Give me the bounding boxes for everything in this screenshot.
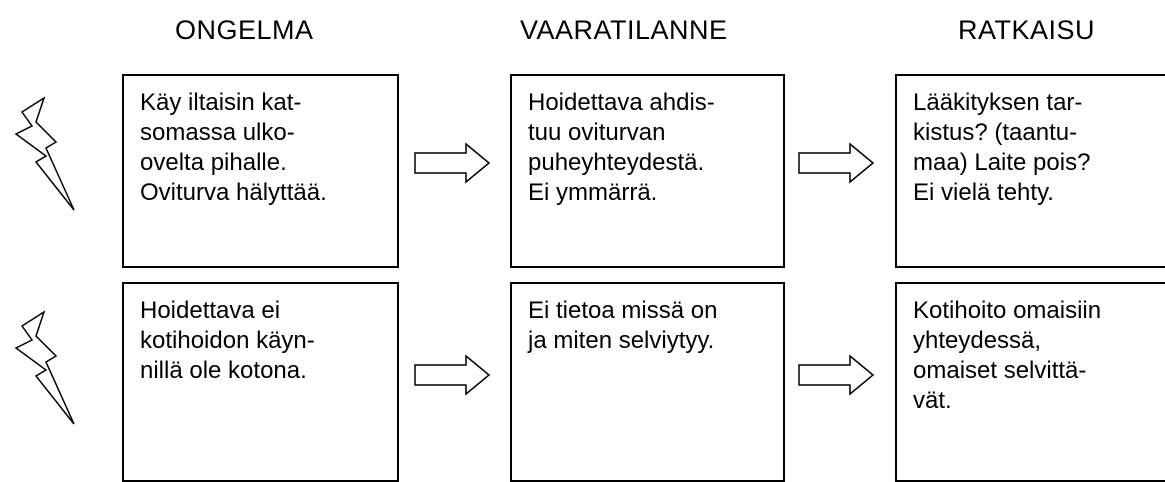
right-arrow-icon bbox=[414, 142, 491, 184]
solution-box-row-2: Kotihoito omaisiin yhteydessä, omaiset s… bbox=[895, 282, 1165, 482]
danger-box-row-2: Ei tietoa missä on ja miten selviytyy. bbox=[510, 282, 785, 482]
heading-solution: RATKAISU bbox=[958, 15, 1096, 45]
heading-danger: VAARATILANNE bbox=[520, 15, 728, 45]
problem-box-row-2: Hoidettava ei kotihoidon käyn- nillä ole… bbox=[122, 282, 399, 482]
danger-text-row-1: Hoidettava ahdis- tuu oviturvan puheyhte… bbox=[528, 89, 715, 206]
solution-text-row-1: Lääkityksen tar- kistus? (taantu- maa) L… bbox=[913, 89, 1091, 206]
right-arrow-icon bbox=[798, 142, 875, 184]
lightning-bolt-icon bbox=[14, 96, 75, 211]
right-arrow-icon bbox=[798, 354, 875, 396]
solution-box-row-1: Lääkityksen tar- kistus? (taantu- maa) L… bbox=[895, 74, 1165, 268]
right-arrow-icon bbox=[414, 354, 491, 396]
danger-text-row-2: Ei tietoa missä on ja miten selviytyy. bbox=[528, 297, 718, 354]
problem-box-row-1: Käy iltaisin kat- somassa ulko- ovelta p… bbox=[122, 74, 399, 268]
solution-text-row-2: Kotihoito omaisiin yhteydessä, omaiset s… bbox=[913, 297, 1102, 414]
problem-text-row-1: Käy iltaisin kat- somassa ulko- ovelta p… bbox=[140, 89, 327, 206]
problem-text-row-2: Hoidettava ei kotihoidon käyn- nillä ole… bbox=[140, 297, 315, 384]
lightning-bolt-icon bbox=[14, 310, 75, 425]
danger-box-row-1: Hoidettava ahdis- tuu oviturvan puheyhte… bbox=[510, 74, 785, 268]
heading-problem: ONGELMA bbox=[175, 15, 314, 45]
